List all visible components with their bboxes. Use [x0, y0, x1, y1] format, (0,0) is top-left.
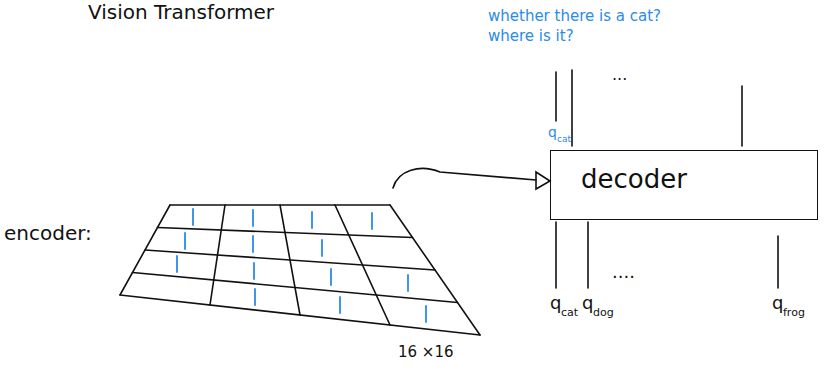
ellipsis: .... — [612, 262, 635, 283]
patch-grid — [120, 205, 480, 335]
output-lines — [556, 70, 742, 146]
query-symbol: q — [582, 293, 593, 314]
query-subscript: cat — [561, 307, 578, 320]
flow-arrow — [393, 169, 550, 189]
query-symbol: q — [772, 293, 783, 314]
decoder-box: decoder — [550, 150, 818, 220]
query-symbol: q — [550, 293, 561, 314]
question-note: where is it? — [488, 28, 574, 45]
ellipsis: ... — [612, 66, 627, 84]
encoder-label: encoder: — [4, 222, 92, 245]
grid-size: 16 ×16 — [398, 344, 454, 361]
box-title: decoder — [581, 165, 687, 195]
question-note: whether there is a cat? — [488, 8, 661, 25]
diagram-title: Vision Transformer — [88, 1, 274, 24]
query-subscript: dog — [593, 307, 614, 320]
query-lines — [556, 222, 778, 288]
query-symbol: q — [548, 124, 557, 140]
query-subscript: frog — [783, 307, 805, 320]
patch-tokens — [177, 209, 426, 322]
query-subscript: cat — [557, 134, 571, 144]
